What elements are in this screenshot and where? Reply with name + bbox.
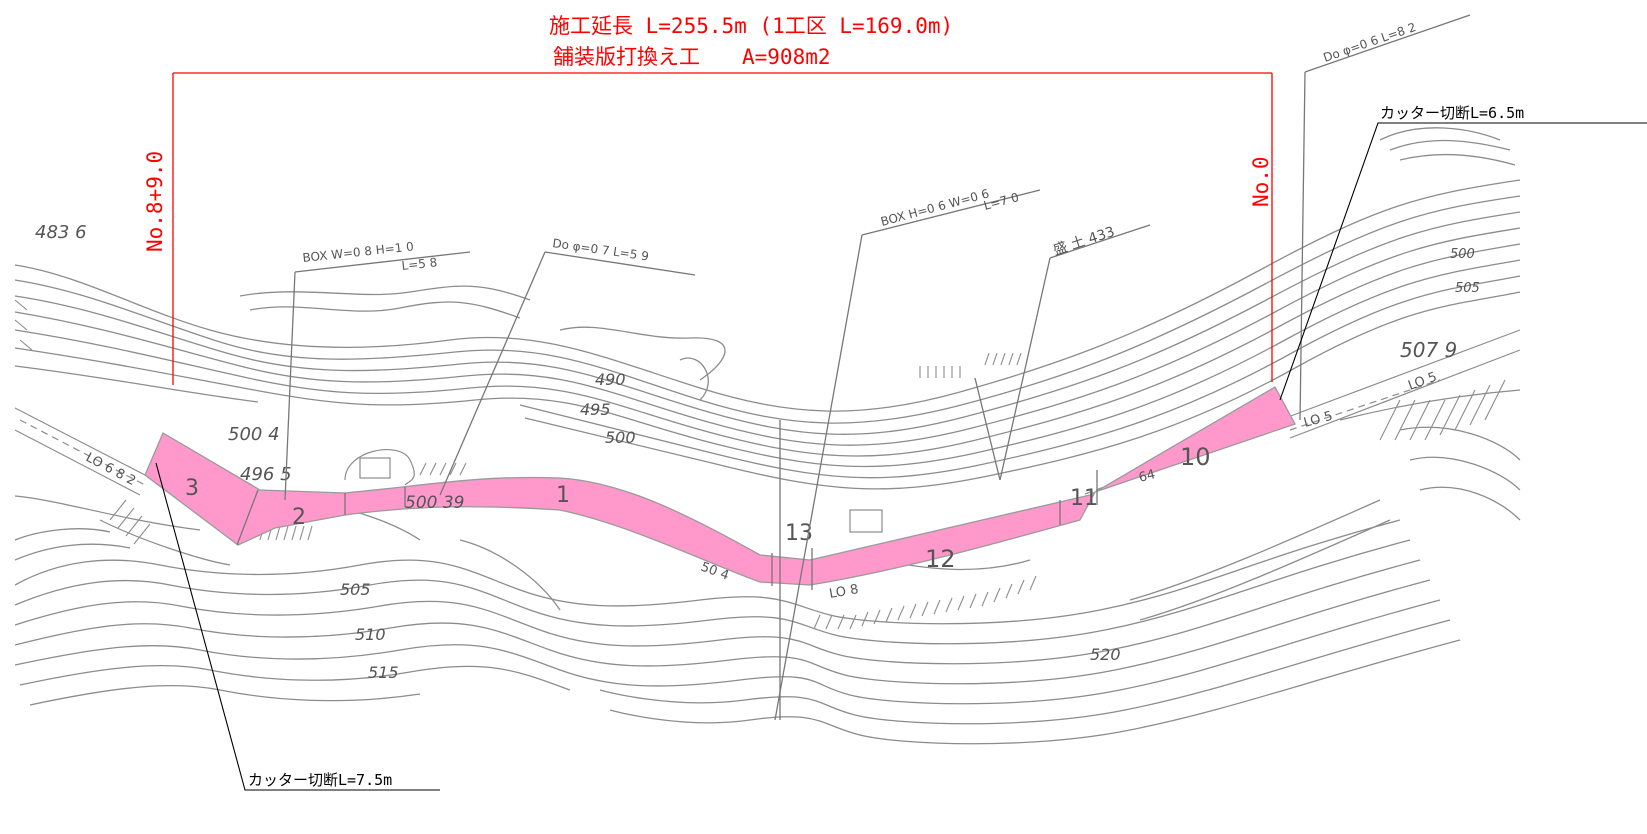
drain-pipe-left: Do φ=0 7 L=5 9: [552, 236, 650, 263]
box-culvert-mid-dims: BOX H=0 6 W=0 6: [879, 186, 991, 228]
header-line-2: 舗装版打換え工 A=908m2: [553, 45, 831, 69]
elevation-483: 483 6: [35, 222, 87, 243]
road-edges: [14, 329, 1521, 566]
mound-structure: [344, 449, 883, 533]
contour-510: 510: [355, 625, 386, 644]
contour-515: 515: [368, 663, 399, 682]
elevation-labels: 483 6 500 4 496 5 500 39 507 9 490 495 5…: [35, 222, 1480, 682]
station-label-left: No.8+9.0: [143, 151, 167, 252]
section-label-1: 1: [556, 483, 570, 508]
section-label-10: 10: [1180, 443, 1211, 471]
cutter-callout-left: [155, 462, 440, 791]
section-label-3: 3: [185, 476, 199, 501]
header-line-1: 施工延長 L=255.5m (1工区 L=169.0m): [549, 14, 953, 38]
contour-505-right: 505: [1455, 281, 1480, 296]
contour-500-right: 500: [1450, 247, 1475, 262]
box-culvert-left-length: L=5 8: [401, 255, 438, 273]
section-lines: [236, 470, 1098, 590]
contour-490: 490: [595, 370, 626, 389]
section-label-11: 11: [1070, 486, 1098, 511]
drain-pipe-right: Do φ=0 6 L=8 2: [1321, 20, 1417, 65]
elevation-496: 496 5: [240, 464, 292, 485]
cutter-label-left: カッター切断L=7.5m: [248, 771, 392, 789]
contour-500: 500: [605, 428, 636, 447]
elevation-500-4: 500 4: [228, 424, 280, 445]
road-width-right: LO 5: [1302, 409, 1334, 431]
cutter-label-right: カッター切断L=6.5m: [1380, 104, 1524, 122]
slope-hatching: [14, 299, 1506, 630]
road-width-mid: LO 8: [828, 582, 860, 602]
road-width-right-2: LO 5: [1406, 370, 1439, 394]
contour-520: 520: [1090, 645, 1121, 664]
contour-495: 495: [580, 400, 611, 419]
structure-leaders: [284, 14, 1471, 721]
elevation-500-39: 500 39: [405, 493, 464, 513]
cutter-callout-right: [1279, 122, 1647, 401]
construction-extent-dimension: [172, 72, 1273, 385]
terrain-contours: [14, 127, 1521, 745]
contour-505: 505: [340, 580, 371, 599]
section-label-12: 12: [925, 545, 956, 573]
pavement-replacement-area: [144, 386, 1296, 586]
section-label-2: 2: [292, 505, 306, 530]
structure-labels: BOX W=0 8 H=1 0 L=5 8 Do φ=0 7 L=5 9 BOX…: [302, 20, 1418, 273]
station-label-right: No.0: [1249, 156, 1273, 207]
embankment-label: 盛 土 433: [1051, 224, 1116, 259]
road-centerline: [19, 379, 1441, 495]
elevation-507: 507 9: [1400, 338, 1457, 362]
section-labels: 3 2 1 13 12 11 10: [185, 443, 1211, 573]
road-width-64: 64: [1137, 467, 1157, 486]
box-culvert-left-dims: BOX W=0 8 H=1 0: [302, 239, 415, 265]
